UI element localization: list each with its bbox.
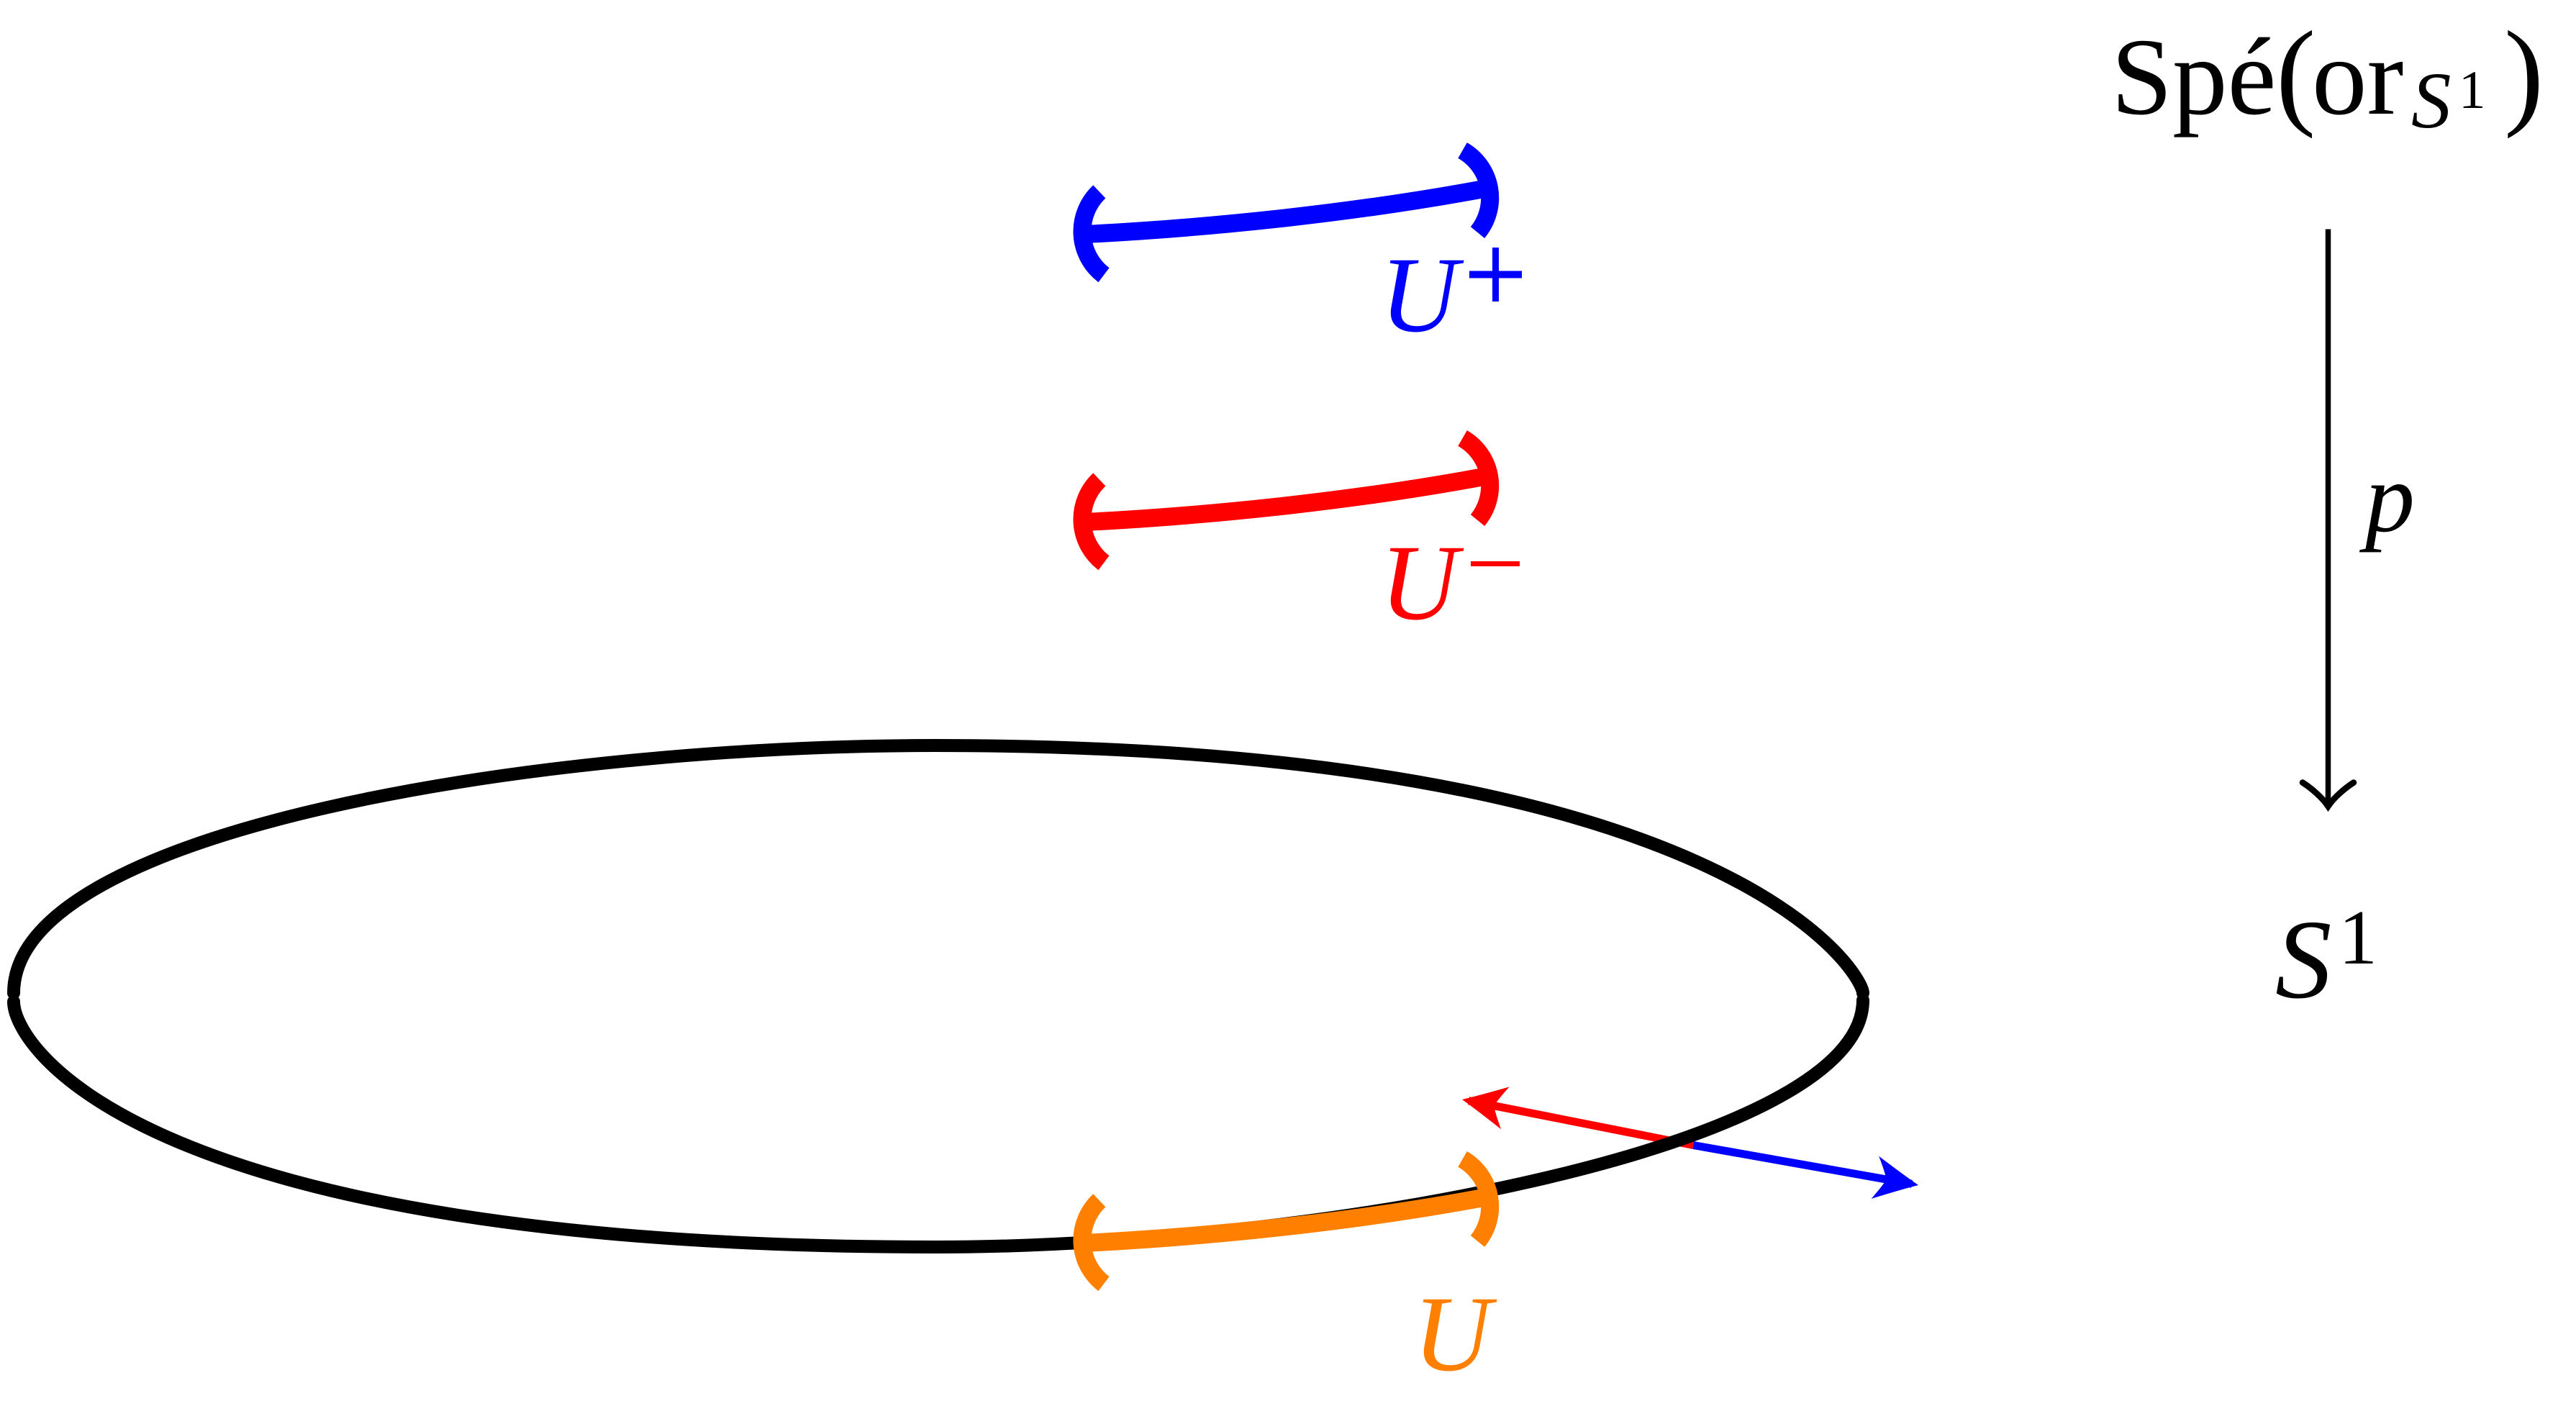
svg-text:S: S	[2411, 57, 2452, 145]
svg-text:or: or	[2312, 17, 2403, 138]
svg-text:1: 1	[2339, 895, 2377, 981]
svg-text:U: U	[1413, 1274, 1497, 1394]
svg-text:): )	[2504, 6, 2544, 139]
svg-text:S: S	[2275, 897, 2332, 1022]
svg-text:Spé: Spé	[2111, 17, 2277, 138]
svg-text:(: (	[2276, 6, 2316, 139]
svg-text:U: U	[1380, 523, 1464, 643]
svg-text:1: 1	[2459, 60, 2486, 120]
svg-text:p: p	[2359, 443, 2415, 553]
svg-text:U: U	[1380, 235, 1464, 355]
